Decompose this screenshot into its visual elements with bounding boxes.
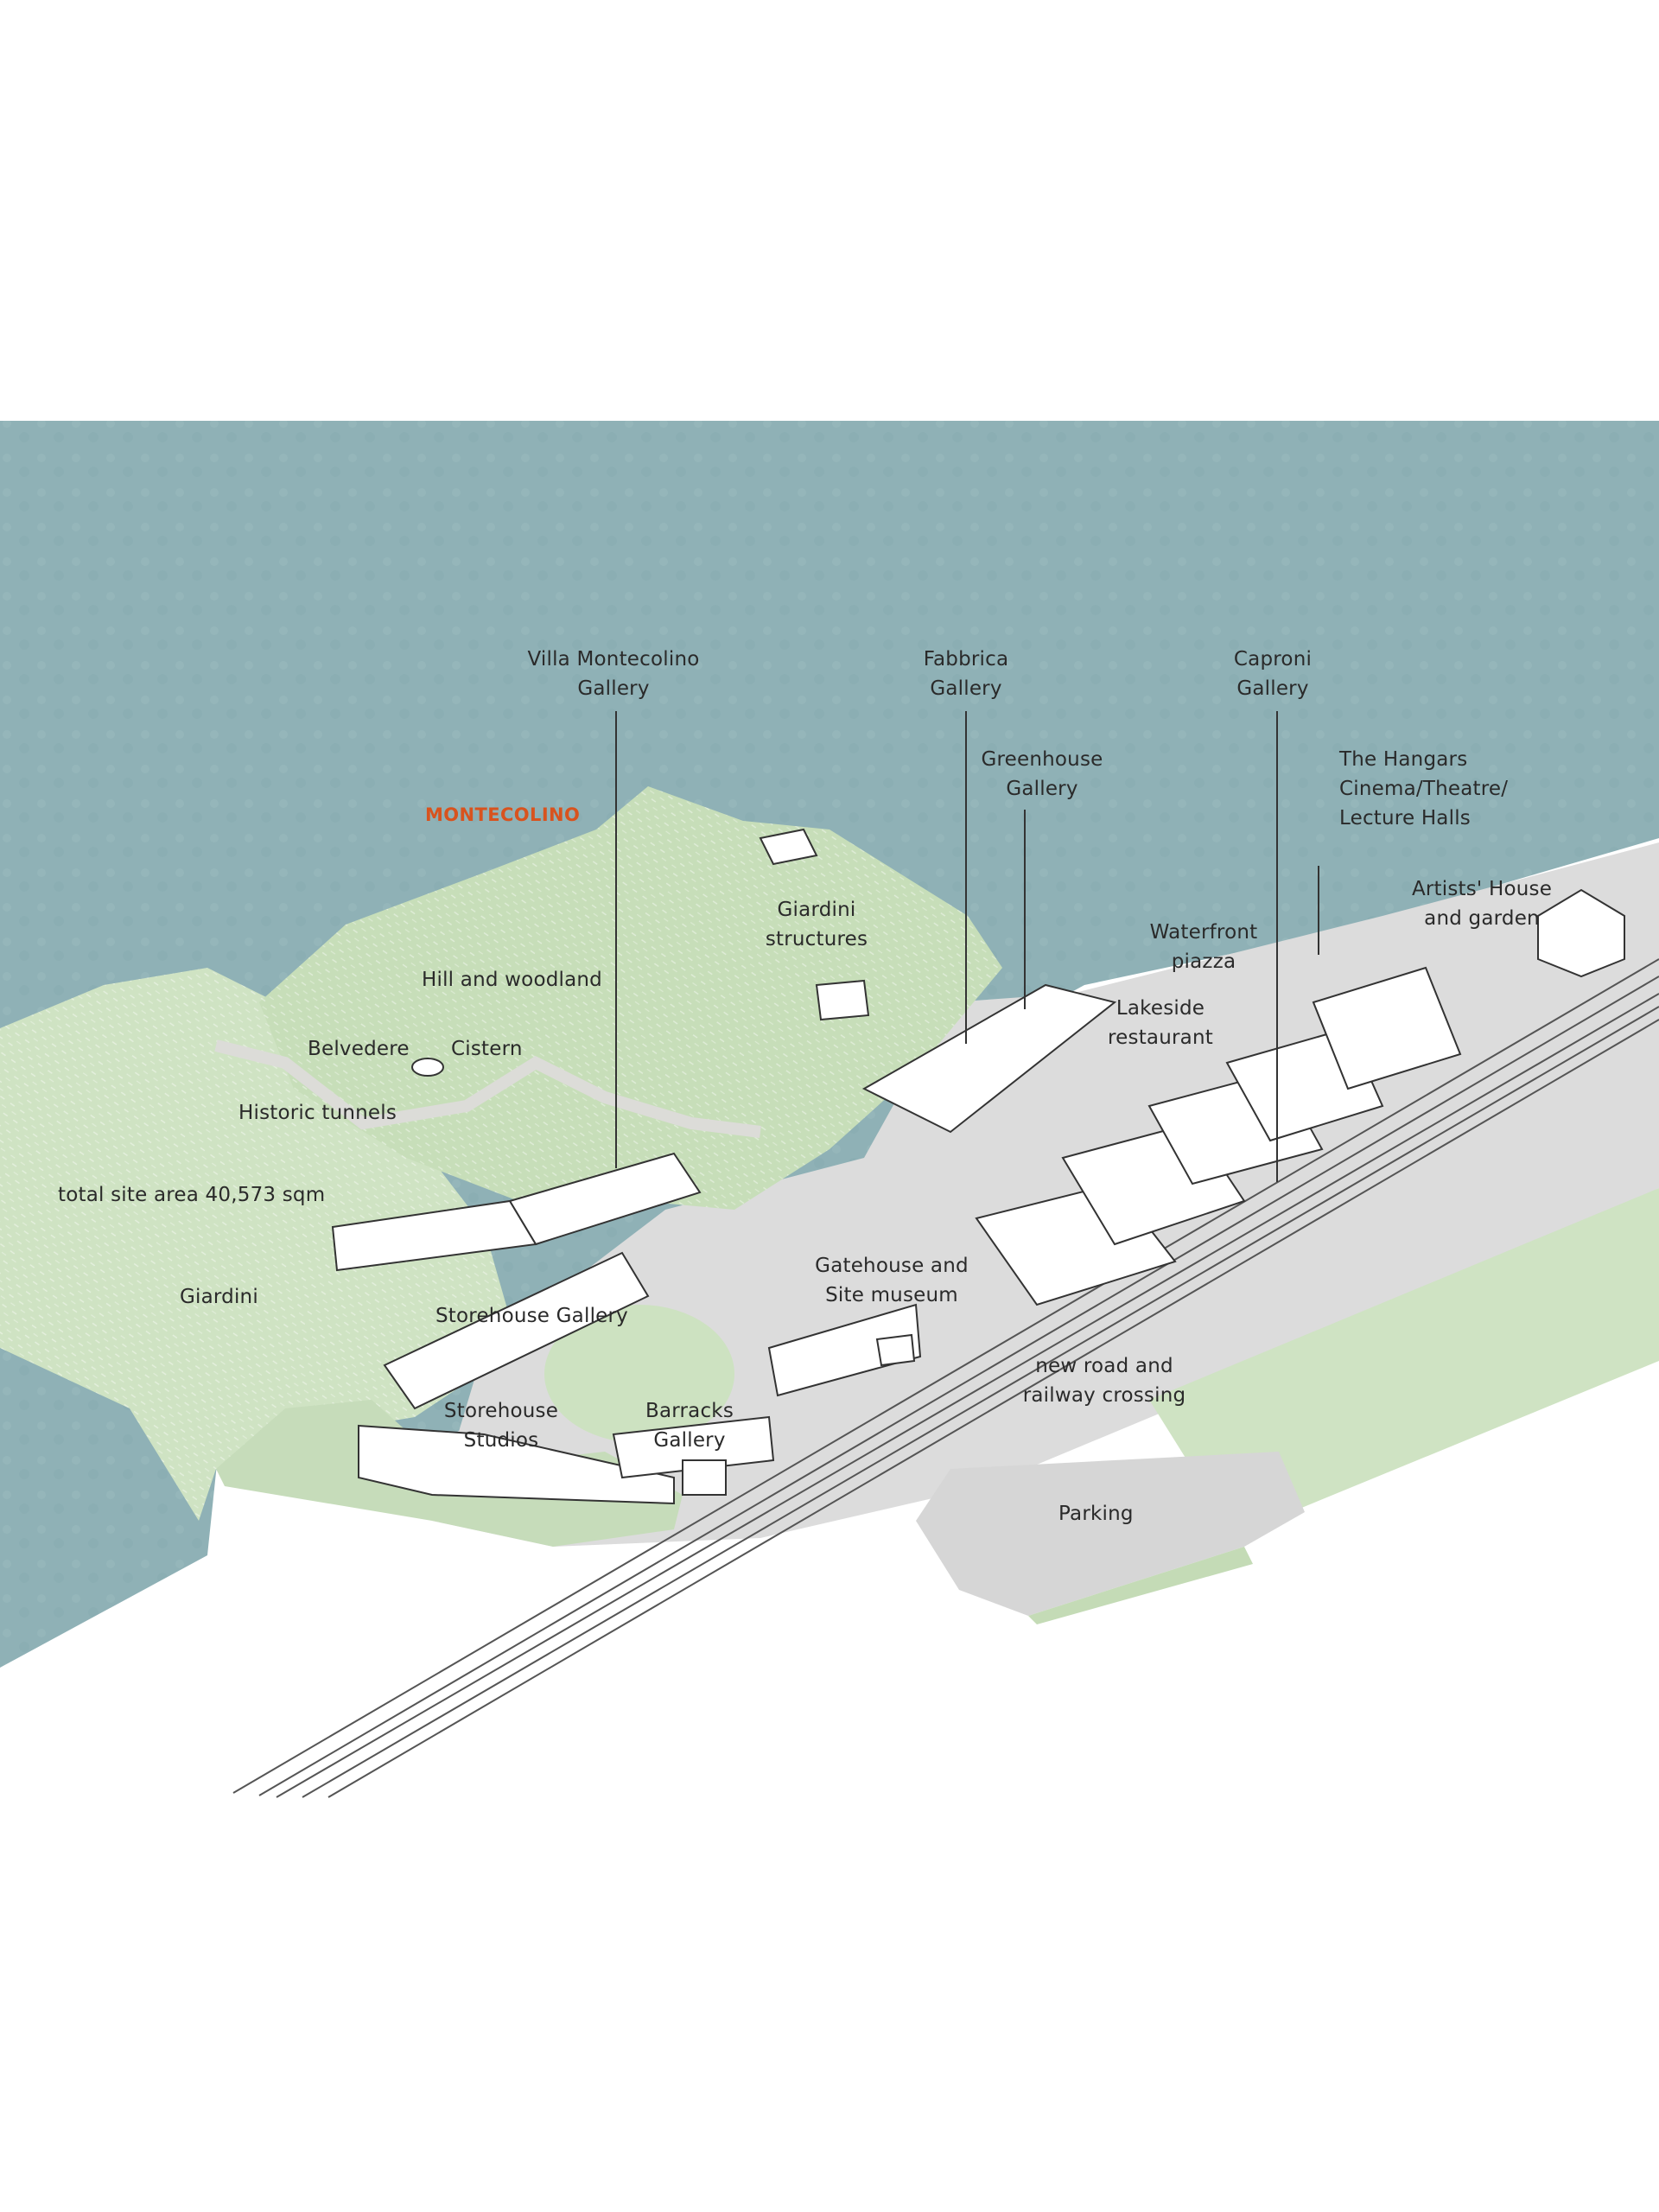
waterfront-piazza-line-1: Waterfront <box>1149 921 1258 944</box>
villa-gallery-line-2: Gallery <box>577 677 650 700</box>
gatehouse-line-1: Gatehouse and <box>815 1255 969 1277</box>
caproni-gallery-label: Caproni Gallery <box>1186 645 1359 703</box>
gatehouse-line-2: Site museum <box>825 1284 958 1306</box>
site-area-label: total site area 40,573 sqm <box>58 1184 326 1206</box>
artists-house-label: Artists' House and garden <box>1391 874 1573 933</box>
hangars-line-2: Cinema/Theatre/ <box>1339 778 1509 800</box>
giardini-label: Giardini <box>180 1286 258 1308</box>
hangars-building-5 <box>1312 966 1462 1090</box>
site-name-label: MONTECOLINO <box>425 804 581 825</box>
giardini-structures-line-1: Giardini <box>777 899 856 921</box>
greenhouse-gallery-line-2: Gallery <box>1006 778 1078 800</box>
storehouse-studios-label: Storehouse Studios <box>432 1396 570 1455</box>
giardini-structure-2 <box>815 979 870 1021</box>
lakeside-restaurant-line-1: Lakeside <box>1116 997 1205 1020</box>
parking-area <box>916 1452 1305 1616</box>
fabbrica-gallery-line-2: Gallery <box>930 677 1002 700</box>
leader-lines <box>615 711 1319 1182</box>
caproni-gallery-line-2: Gallery <box>1236 677 1309 700</box>
villa-gallery-label: Villa Montecolino Gallery <box>484 645 743 703</box>
new-road-label: new road and railway crossing <box>1009 1351 1199 1410</box>
storehouse-gallery-label: Storehouse Gallery <box>435 1305 628 1327</box>
barracks-gallery-building <box>612 1415 775 1479</box>
hill-woodland-label: Hill and woodland <box>422 969 602 991</box>
hangars-label: The Hangars Cinema/Theatre/ Lecture Hall… <box>1339 745 1508 833</box>
gatehouse-label: Gatehouse and Site museum <box>805 1251 978 1310</box>
giardini-structures-line-2: structures <box>765 928 868 950</box>
artists-house-building <box>1537 888 1625 978</box>
buildings <box>331 828 1625 1505</box>
storehouse-gallery-building <box>383 1251 650 1410</box>
courtyard-green <box>544 1305 734 1443</box>
historic-tunnels-label: Historic tunnels <box>238 1102 397 1124</box>
railway <box>232 958 1659 1798</box>
greenhouse-gallery-line-1: Greenhouse <box>981 748 1103 771</box>
lakeside-restaurant-line-2: restaurant <box>1108 1027 1213 1049</box>
villa-gallery-line-1: Villa Montecolino <box>527 648 700 671</box>
rail-green-band <box>1149 1188 1659 1521</box>
historic-tunnels-path <box>214 1039 761 1138</box>
lakeside-restaurant-label: Lakeside restaurant <box>1083 994 1238 1052</box>
greenhouse-gallery-label: Greenhouse Gallery <box>956 745 1128 804</box>
belvedere-label: Belvedere <box>308 1038 410 1060</box>
caproni-gallery-line-1: Caproni <box>1233 648 1313 671</box>
artists-house-line-1: Artists' House <box>1411 878 1553 900</box>
storehouse-studios-line-2: Studios <box>463 1429 539 1452</box>
hangars-line-3: Lecture Halls <box>1339 807 1471 830</box>
barracks-gallery-label: Barracks Gallery <box>629 1396 750 1455</box>
waterfront-piazza-label: Waterfront piazza <box>1126 918 1281 976</box>
cistern-label: Cistern <box>451 1038 523 1060</box>
fabbrica-gallery-label: Fabbrica Gallery <box>880 645 1052 703</box>
gatehouse-building <box>767 1303 922 1397</box>
parking-label: Parking <box>1058 1503 1134 1525</box>
giardini-structures-label: Giardini structures <box>739 895 894 954</box>
fabbrica-gallery-line-1: Fabbrica <box>923 648 1009 671</box>
barracks-gallery-line-1: Barracks <box>645 1400 734 1422</box>
hangars-line-1: The Hangars <box>1339 748 1468 771</box>
waterfront-piazza-line-2: piazza <box>1171 950 1236 973</box>
cistern <box>411 1058 444 1077</box>
new-road-line-2: railway crossing <box>1022 1384 1186 1407</box>
giardini-structure-1 <box>759 828 818 866</box>
barracks-gallery-line-2: Gallery <box>653 1429 726 1452</box>
artists-house-line-2: and garden <box>1424 907 1540 930</box>
new-road-line-1: new road and <box>1035 1355 1173 1377</box>
parking-green-edge <box>1028 1547 1253 1624</box>
storehouse-studios-line-1: Storehouse <box>443 1400 559 1422</box>
storehouse-studios-building <box>358 1424 675 1505</box>
fabbrica-gallery-building <box>861 983 1117 1134</box>
